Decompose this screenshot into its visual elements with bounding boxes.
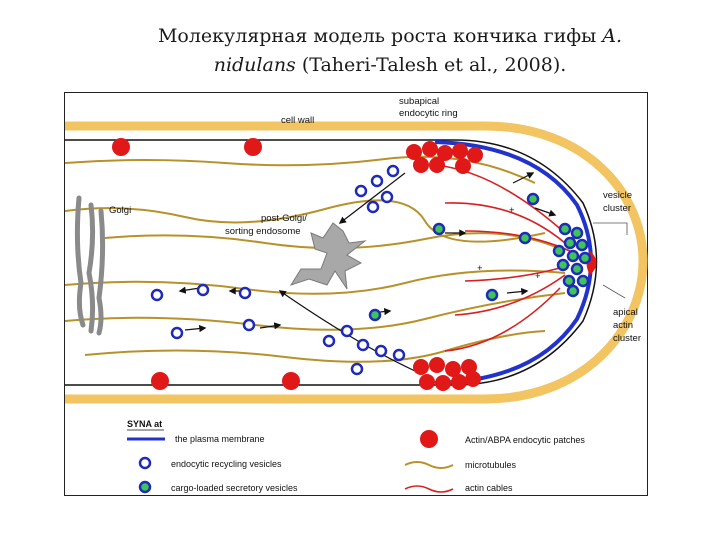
legend-actin-cable-swatch xyxy=(404,485,454,493)
label-golgi: Golgi xyxy=(109,205,131,216)
label-subapical: subapical xyxy=(399,96,439,107)
legend-actin-patches: Actin/ABPA endocytic patches xyxy=(465,435,585,445)
legend-plasma-membrane: the plasma membrane xyxy=(175,434,265,444)
title-text: Молекулярная модель роста кончика гифы xyxy=(157,25,603,47)
hyphal-tip-diagram: subapical endocytic ring cell wall Golgi… xyxy=(64,92,648,496)
label-actin: actin xyxy=(613,320,633,331)
legend-microtubules: microtubules xyxy=(465,460,517,470)
label-apical-actin-cluster: cluster xyxy=(613,333,641,344)
actin-patches xyxy=(112,138,597,391)
endocytic-vesicles xyxy=(150,164,406,376)
diagram-canvas: subapical endocytic ring cell wall Golgi… xyxy=(65,96,648,494)
label-endocytic-ring: endocytic ring xyxy=(399,108,458,119)
label-cell-wall: cell wall xyxy=(281,115,314,126)
post-golgi-endosome xyxy=(289,222,367,290)
leader-lines xyxy=(593,222,628,299)
plasma-membrane xyxy=(65,139,598,386)
golgi xyxy=(74,195,106,336)
label-sorting-endosome: sorting endosome xyxy=(225,226,301,237)
legend-cargo-swatch xyxy=(138,480,152,494)
legend-cargo-vesicles: cargo-loaded secretory vesicles xyxy=(171,483,298,493)
cell-wall xyxy=(65,121,648,404)
title-line-2: nidulans (Taheri-Talesh et al., 2008). xyxy=(70,51,710,80)
citation: (Taheri-Talesh et al., 2008). xyxy=(295,54,567,76)
label-apical: apical xyxy=(613,307,638,318)
label-vesicle-cluster: cluster xyxy=(603,203,631,214)
label-post-golgi: post-Golgi/ xyxy=(261,213,307,224)
microtubules xyxy=(65,155,566,363)
title-line-1: Молекулярная модель роста кончика гифы A… xyxy=(70,22,710,51)
legend-patch-swatch xyxy=(420,430,438,448)
label-vesicle: vesicle xyxy=(603,190,632,201)
cargo-vesicles xyxy=(368,192,592,322)
legend-endocytic-swatch xyxy=(138,456,152,470)
legend-endocytic-vesicles: endocytic recycling vesicles xyxy=(171,459,282,469)
legend-header: SYNA at xyxy=(127,419,162,429)
legend-microtubule-swatch xyxy=(404,461,454,469)
slide-title: Молекулярная модель роста кончика гифы A… xyxy=(70,22,710,80)
species-genus: A. xyxy=(602,25,623,47)
plus-sign: + xyxy=(509,205,515,216)
actin-cables xyxy=(434,164,571,352)
legend-actin-cables: actin cables xyxy=(465,483,513,493)
plus-sign: + xyxy=(535,271,541,282)
legend: SYNA at the plasma membrane endocytic re… xyxy=(127,419,585,494)
species-name: nidulans xyxy=(213,54,296,76)
plus-sign: + xyxy=(477,263,483,274)
